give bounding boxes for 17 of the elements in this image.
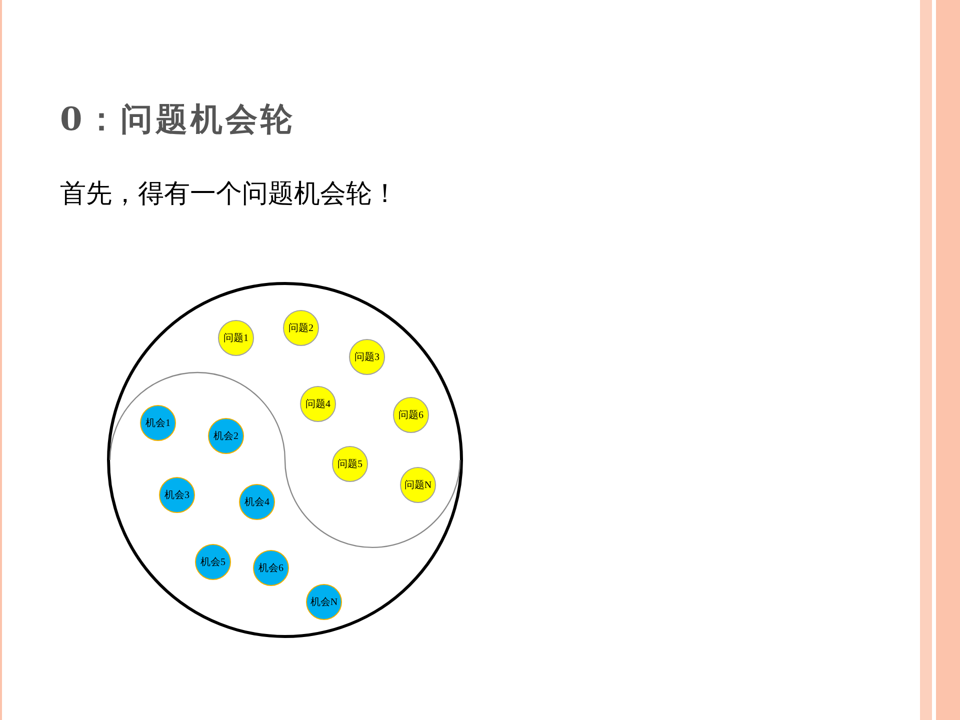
problem-circle: 问题6 xyxy=(393,397,429,433)
problem-circle: 问题N xyxy=(400,467,436,503)
problem-circle: 问题2 xyxy=(283,310,319,346)
opportunity-circle: 机会N xyxy=(306,584,342,620)
opportunity-circle: 机会4 xyxy=(239,484,275,520)
opportunity-circle: 机会2 xyxy=(208,418,244,454)
problem-circle: 问题1 xyxy=(218,320,254,356)
opportunity-circle: 机会5 xyxy=(195,544,231,580)
problem-circle: 问题5 xyxy=(332,446,368,482)
wheel-circle xyxy=(107,282,463,638)
opportunity-circle: 机会3 xyxy=(159,477,195,513)
problem-circle: 问题3 xyxy=(349,339,385,375)
opportunity-circle: 机会1 xyxy=(140,405,176,441)
problem-circle: 问题4 xyxy=(300,386,336,422)
subtitle-text: 首先，得有一个问题机会轮！ xyxy=(60,178,398,211)
slide-title: 0：问题机会轮 xyxy=(60,99,296,140)
opportunity-circle: 机会6 xyxy=(253,550,289,586)
